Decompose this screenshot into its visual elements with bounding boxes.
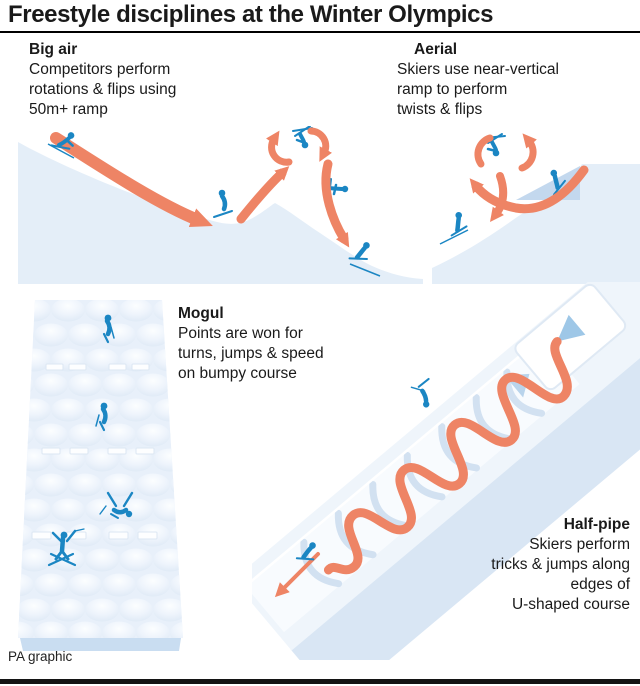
bottom-rule xyxy=(0,679,640,684)
mogul-course-front-face xyxy=(20,638,181,651)
launch-arc-icon xyxy=(469,165,589,214)
aerial-line: Skiers use near-vertical xyxy=(397,61,559,78)
start-triangle-icon xyxy=(557,314,586,342)
mogul-text-block: Mogul Points are won for turns, jumps & … xyxy=(178,304,324,384)
half-pipe-text-block: Half-pipe Skiers perform tricks & jumps … xyxy=(491,515,630,615)
aerial-line: twists & flips xyxy=(397,101,483,118)
mogul-line: turns, jumps & speed xyxy=(178,345,324,362)
half-pipe-lip-line xyxy=(252,351,526,588)
skier-icon xyxy=(213,189,233,218)
aerial-line: ramp to perform xyxy=(397,81,508,98)
big-air-illustration xyxy=(18,126,423,284)
aerial-text-block: Aerial Skiers use near-vertical ramp to … xyxy=(397,40,559,120)
airborne-skier-icon xyxy=(410,377,430,408)
twist-arc-right-icon xyxy=(518,133,537,172)
half-pipe-ridges xyxy=(300,368,546,588)
mogul-line: Points are won for xyxy=(178,325,303,342)
mogul-skier-icon xyxy=(102,314,115,344)
aerial-illustration xyxy=(432,133,640,284)
twist-arc-left-icon xyxy=(474,134,494,168)
aerial-heading: Aerial xyxy=(414,41,458,58)
gate-markers xyxy=(31,363,158,540)
ski-track-line xyxy=(349,263,381,277)
big-air-line: Competitors perform xyxy=(29,61,171,78)
takeoff-arrow-icon xyxy=(236,166,290,224)
half-pipe-line: U-shaped course xyxy=(511,596,630,613)
landing-arrow-icon xyxy=(490,172,508,223)
big-air-line: 50m+ ramp xyxy=(29,101,108,118)
big-air-line: rotations & flips using xyxy=(29,81,177,98)
page-title: Freestyle disciplines at the Winter Olym… xyxy=(8,1,494,28)
title-rule xyxy=(0,31,640,33)
half-pipe-line: tricks & jumps along xyxy=(491,556,630,573)
credit-text: PA graphic xyxy=(8,649,73,664)
mogul-trick-skier-icon xyxy=(99,491,134,519)
half-pipe-side-wall xyxy=(290,292,640,660)
half-pipe-line: edges of xyxy=(570,576,630,593)
half-pipe-line: Skiers perform xyxy=(529,536,630,553)
rotation-arc-left-icon xyxy=(265,130,293,166)
rotation-arc-right-icon xyxy=(307,127,333,162)
mogul-heading: Mogul xyxy=(178,305,224,322)
landing-skier-icon xyxy=(348,242,370,260)
aerial-slope-shape xyxy=(432,164,640,284)
exit-skier-icon xyxy=(295,542,316,561)
landing-arrow-icon xyxy=(321,159,350,248)
mogul-illustration xyxy=(18,300,183,651)
big-air-slope-shape xyxy=(18,142,423,284)
big-air-text-block: Big air Competitors perform rotations & … xyxy=(29,40,176,120)
skier-icon xyxy=(50,132,75,150)
mogul-spread-eagle-skier-icon xyxy=(47,528,85,567)
mogul-skier-icon xyxy=(95,402,108,432)
landing-skier-icon xyxy=(450,211,468,237)
mogul-line: on bumpy course xyxy=(178,365,297,382)
big-air-heading: Big air xyxy=(29,41,78,58)
half-pipe-illustration xyxy=(252,282,640,660)
half-pipe-route-line xyxy=(323,337,572,575)
ski-track-line xyxy=(439,229,469,245)
ramp-skier-icon xyxy=(550,169,566,196)
half-pipe-heading: Half-pipe xyxy=(563,516,630,533)
descent-arrow-icon xyxy=(50,132,213,228)
